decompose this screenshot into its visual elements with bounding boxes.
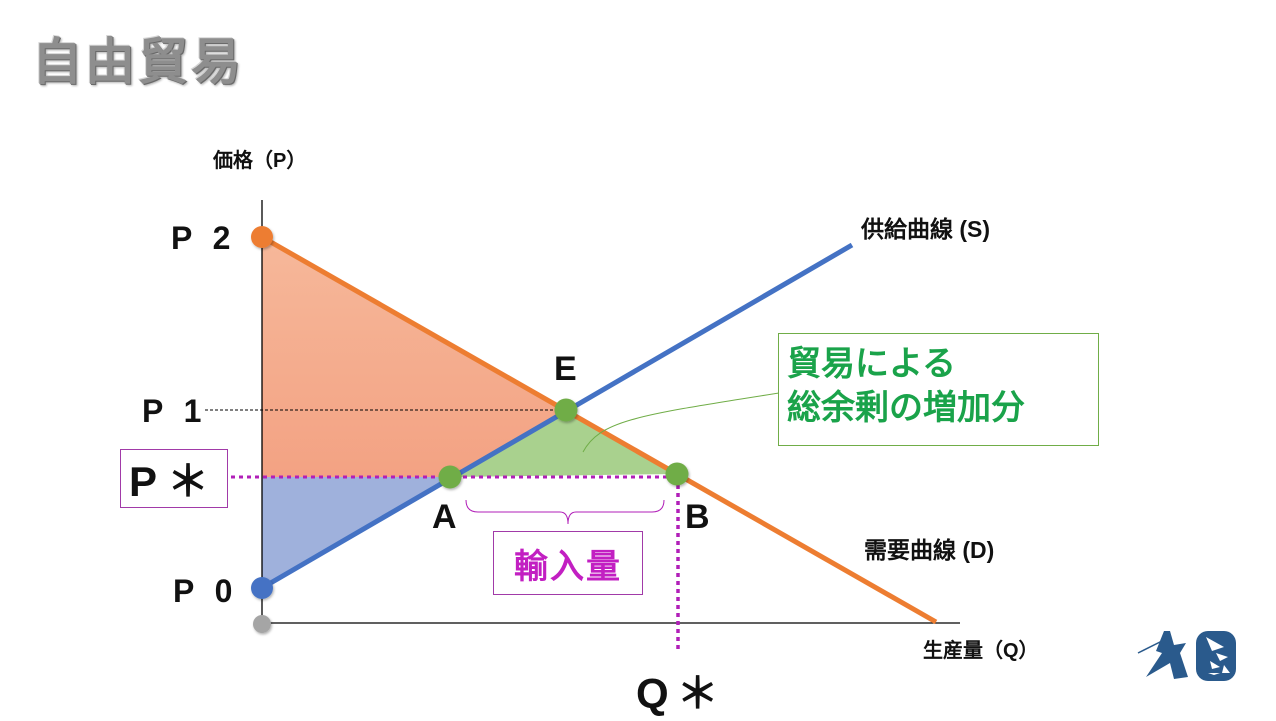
trade-gain-area — [450, 410, 677, 477]
demand-curve-label: 需要曲線 (D) — [864, 537, 995, 563]
origin-dot — [253, 615, 271, 633]
supply-curve-label: 供給曲線 (S) — [861, 216, 991, 242]
point-a-label: A — [432, 498, 457, 536]
trade-gain-line2: 総余剰の増加分 — [787, 388, 1025, 428]
demand-curve — [260, 234, 938, 625]
p2-label: P 2 — [171, 220, 237, 256]
trade-gain-callout: 貿易による 総余剰の増加分 — [778, 333, 1099, 446]
imports-brace — [465, 499, 665, 525]
y-axis-label: 価格（P） — [213, 150, 307, 172]
p0-dot — [251, 577, 273, 599]
p1-label: P 1 — [142, 393, 208, 429]
page-title: 自由貿易 — [32, 33, 244, 91]
x-axis-label: 生産量（Q） — [923, 640, 1039, 662]
point-a — [438, 465, 462, 489]
imports-label: 輸入量 — [493, 531, 643, 595]
point-b — [665, 462, 689, 486]
p0-label: P 0 — [173, 573, 239, 609]
callout-leader — [582, 392, 780, 453]
point-b-label: B — [685, 498, 710, 536]
p-star-label: P＊ — [120, 449, 228, 508]
point-e — [554, 398, 578, 422]
q-star-label: Q＊ — [636, 670, 727, 717]
logo-icon — [1137, 631, 1236, 681]
p2-dot — [251, 226, 273, 248]
trade-gain-line1: 貿易による — [787, 344, 956, 384]
point-e-label: E — [554, 350, 577, 388]
